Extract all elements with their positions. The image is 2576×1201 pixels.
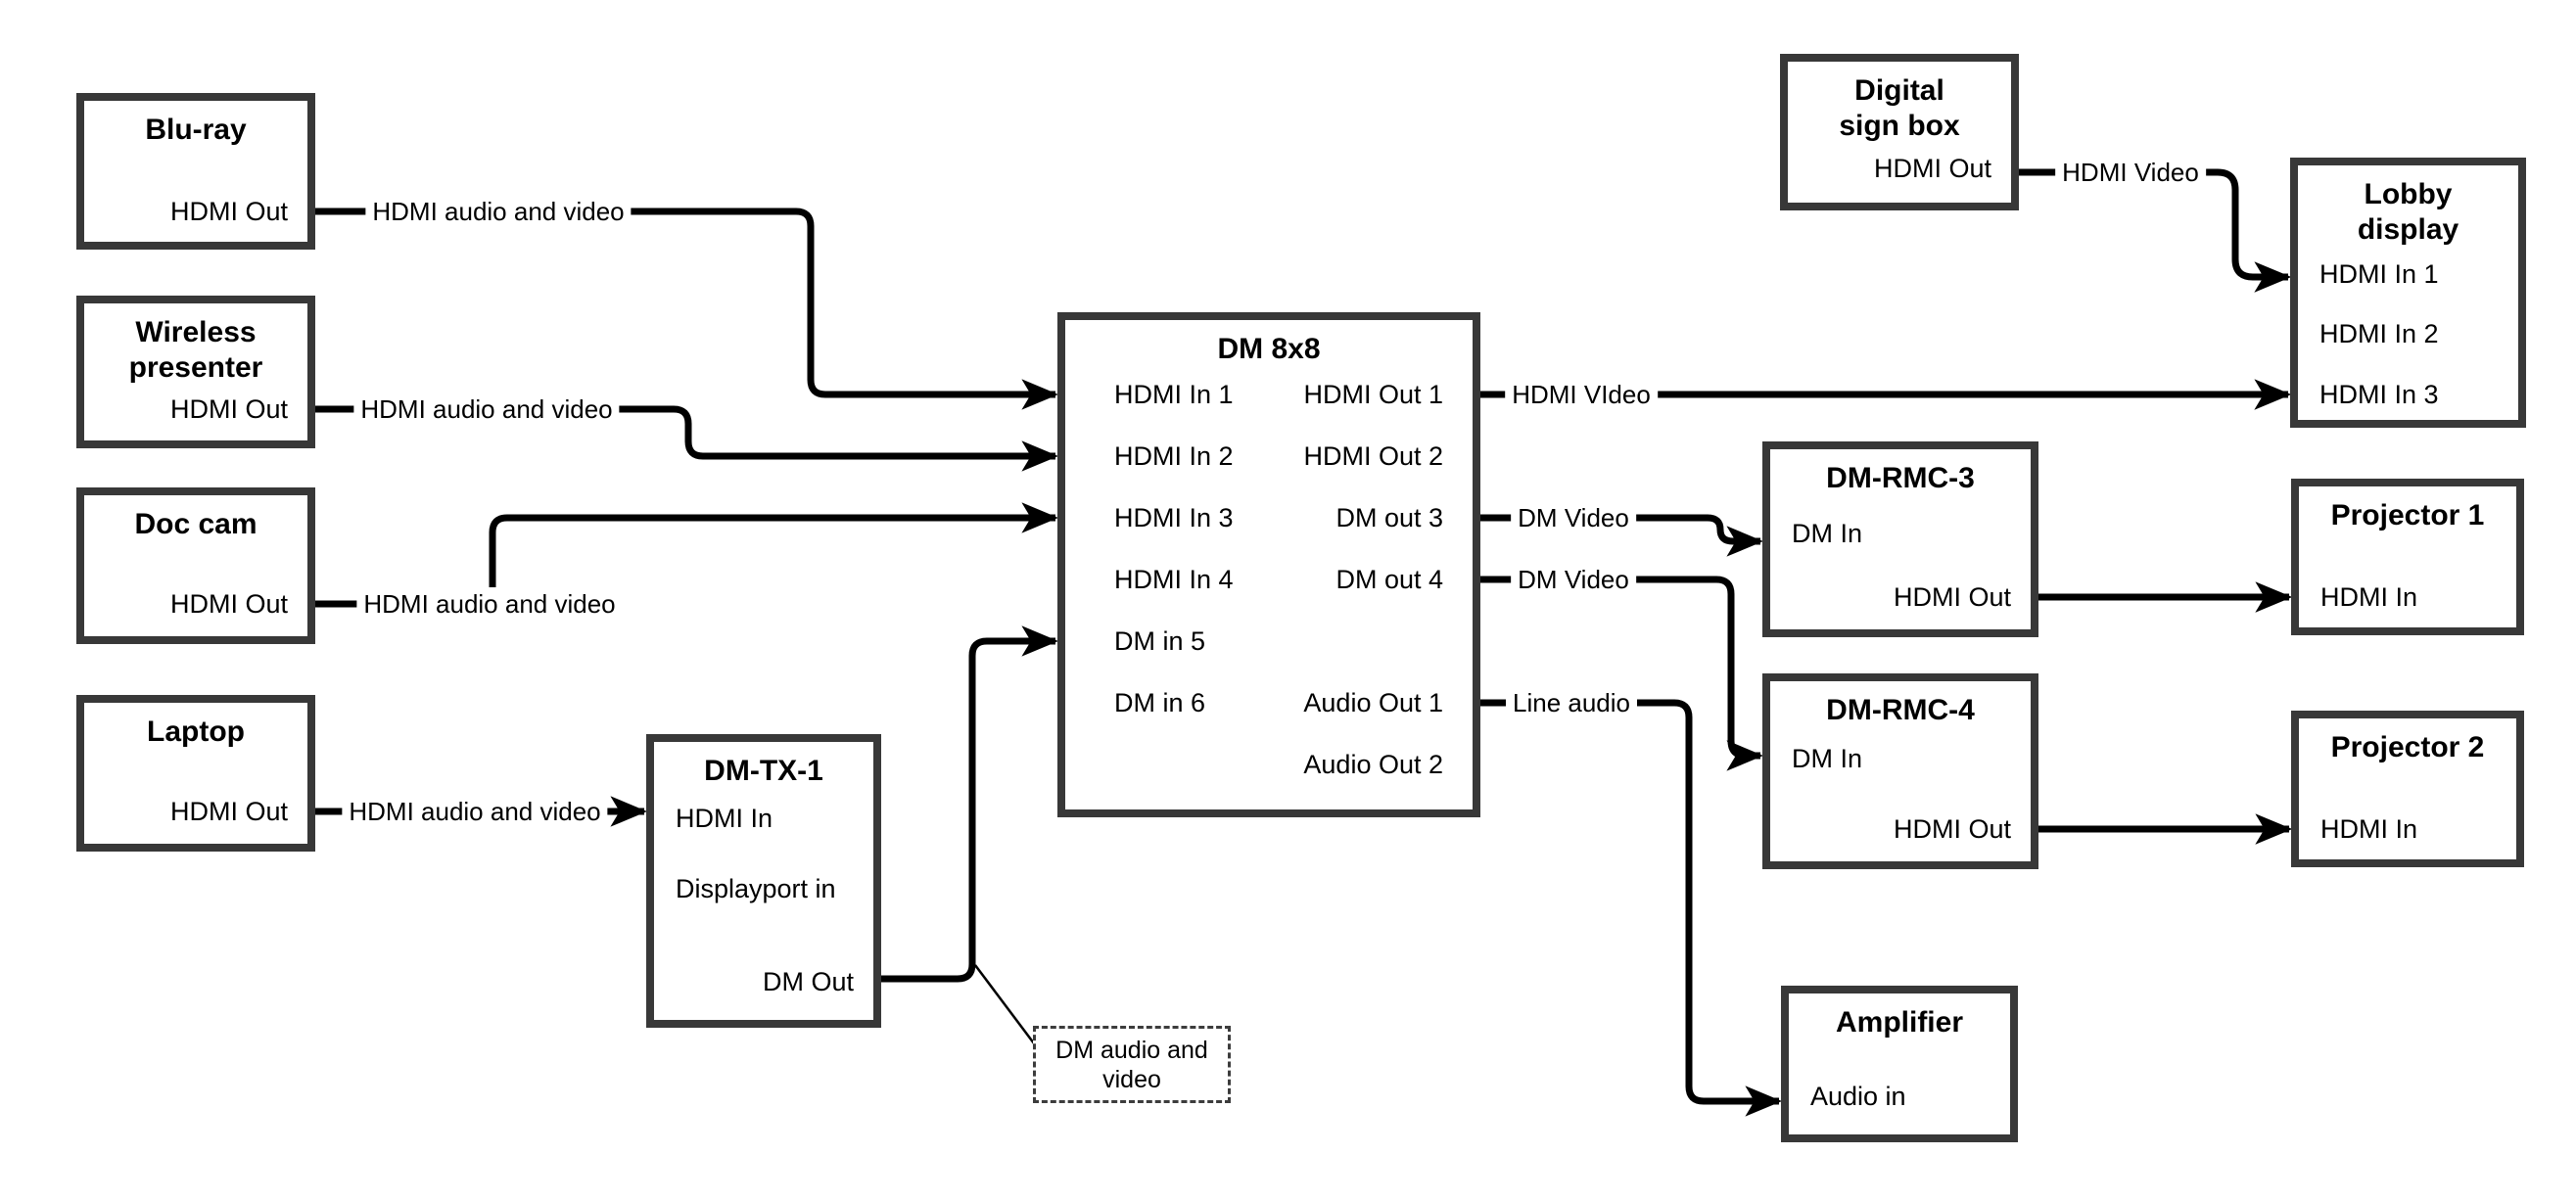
edge-dm8x8-audio-out-1-to-amplifier-audio-in: [1480, 699, 1783, 1117]
node-lobby-title: Lobby display: [2357, 178, 2459, 246]
edge-label-dm-video-out3: DM Video: [1511, 501, 1636, 534]
node-projector-2: Projector 2 HDMI In: [2291, 711, 2524, 867]
edge-label-wireless: HDMI audio and video: [353, 393, 620, 426]
node-proj1-title: Projector 1: [2330, 499, 2485, 531]
node-bluray-title: Blu-ray: [145, 114, 247, 146]
node-projector-1: Projector 1 HDMI In: [2291, 479, 2524, 635]
amplifier-port-audio-in: Audio in: [1810, 1082, 1906, 1111]
node-laptop: Laptop HDMI Out: [76, 695, 315, 852]
proj2-port-hdmi-in: HDMI In: [2320, 814, 2418, 844]
edge-dm8x8-dm-out-3-to-dmrmc3-dm-in: [1480, 514, 1764, 557]
note-leader-line: [974, 964, 1035, 1044]
dm8x8-port-audio-out-1: Audio Out 1: [1303, 688, 1443, 717]
dm8x8-port-hdmi-in-4: HDMI In 4: [1114, 565, 1234, 594]
proj1-port-hdmi-in: HDMI In: [2320, 582, 2418, 612]
edge-label-hdmi-video-sign: HDMI Video: [2055, 156, 2206, 189]
dm8x8-port-hdmi-in-1: HDMI In 1: [1114, 380, 1234, 409]
node-wireless-title: Wireless presenter: [128, 316, 263, 384]
node-dm-8x8: DM 8x8 HDMI In 1 HDMI In 2 HDMI In 3 HDM…: [1057, 312, 1480, 817]
dm8x8-port-hdmi-out-1: HDMI Out 1: [1303, 380, 1443, 409]
edge-label-doccam: HDMI audio and video: [356, 587, 623, 621]
lobby-port-hdmi-in-3: HDMI In 3: [2319, 380, 2439, 409]
wireless-port-hdmi-out: HDMI Out: [169, 394, 288, 424]
edge-label-line-audio: Line audio: [1506, 686, 1637, 719]
lobby-port-hdmi-in-1: HDMI In 1: [2319, 259, 2439, 289]
node-amplifier: Amplifier Audio in: [1781, 986, 2018, 1142]
node-dmtx1-title: DM-TX-1: [704, 755, 823, 787]
node-dm-tx-1: DM-TX-1 HDMI In Displayport in DM Out: [646, 734, 881, 1028]
dm8x8-port-audio-out-2: Audio Out 2: [1303, 750, 1443, 779]
edge-label-bluray: HDMI audio and video: [365, 195, 632, 228]
dm8x8-port-hdmi-out-2: HDMI Out 2: [1303, 441, 1443, 471]
edge-label-laptop: HDMI audio and video: [342, 795, 608, 828]
dm8x8-port-dm-out-3: DM out 3: [1335, 503, 1443, 532]
edge-wireless-to-dm8x8-hdmi-in-2: [315, 405, 1059, 472]
node-lobby-display: Lobby display HDMI In 1 HDMI In 2 HDMI I…: [2290, 158, 2526, 428]
dmrmc4-port-hdmi-out: HDMI Out: [1893, 814, 2011, 844]
node-dmrmc4-title: DM-RMC-4: [1826, 694, 1975, 726]
note-text: DM audio and video: [1055, 1036, 1208, 1093]
dmtx1-port-dm-out: DM Out: [762, 967, 854, 996]
node-amplifier-title: Amplifier: [1835, 1006, 1964, 1039]
node-laptop-title: Laptop: [147, 716, 245, 748]
bluray-port-hdmi-out: HDMI Out: [169, 197, 288, 226]
laptop-port-hdmi-out: HDMI Out: [169, 797, 288, 826]
edge-bluray-to-dm8x8-hdmi-in-1: [315, 208, 1059, 410]
node-digital-sign-box: Digital sign box HDMI Out: [1780, 54, 2019, 210]
dmtx1-port-displayport-in: Displayport in: [676, 874, 836, 903]
node-dmrmc3-title: DM-RMC-3: [1826, 462, 1975, 494]
dm8x8-port-hdmi-in-3: HDMI In 3: [1114, 503, 1234, 532]
node-doccam-title: Doc cam: [134, 508, 258, 540]
node-proj2-title: Projector 2: [2330, 731, 2485, 763]
dm8x8-port-dm-in-6: DM in 6: [1114, 688, 1206, 717]
edge-label-dm-video-out4: DM Video: [1511, 563, 1636, 596]
node-bluray: Blu-ray HDMI Out: [76, 93, 315, 250]
node-dm8x8-title: DM 8x8: [1217, 333, 1321, 365]
edge-label-hdmi-video-out1: HDMI VIdeo: [1505, 378, 1658, 411]
dmrmc3-port-dm-in: DM In: [1792, 519, 1863, 548]
dm8x8-port-dm-in-5: DM in 5: [1114, 626, 1206, 656]
dmtx1-port-hdmi-in: HDMI In: [676, 804, 773, 833]
node-wireless-presenter: Wireless presenter HDMI Out: [76, 296, 315, 448]
note-dm-audio-and-video: DM audio and video: [1033, 1026, 1231, 1103]
dmrmc3-port-hdmi-out: HDMI Out: [1893, 582, 2011, 612]
edge-dmtx1-to-dm8x8-dm-in-5: [881, 625, 1059, 983]
dmrmc4-port-dm-in: DM In: [1792, 744, 1863, 773]
doccam-port-hdmi-out: HDMI Out: [169, 589, 288, 619]
digitalsign-port-hdmi-out: HDMI Out: [1873, 154, 1991, 183]
node-digitalsign-title: Digital sign box: [1839, 74, 1960, 142]
node-dm-rmc-4: DM-RMC-4 DM In HDMI Out: [1762, 673, 2038, 869]
node-dm-rmc-3: DM-RMC-3 DM In HDMI Out: [1762, 441, 2038, 637]
edge-digitalsign-to-lobby-hdmi-in-1: [2019, 168, 2292, 293]
dm8x8-port-dm-out-4: DM out 4: [1335, 565, 1443, 594]
lobby-port-hdmi-in-2: HDMI In 2: [2319, 319, 2439, 348]
dm8x8-port-hdmi-in-2: HDMI In 2: [1114, 441, 1234, 471]
node-doc-cam: Doc cam HDMI Out: [76, 487, 315, 644]
edge-dm8x8-dm-out-4-to-dmrmc4-dm-in: [1480, 576, 1764, 771]
